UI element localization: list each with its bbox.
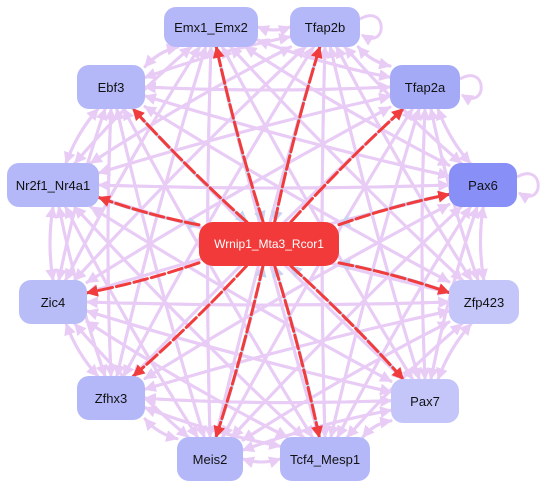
regulation-edge <box>115 45 209 378</box>
node-tfap2b[interactable]: Tfap2b <box>290 7 360 47</box>
regulation-edge <box>143 93 451 178</box>
node-label: Emx1_Emx2 <box>174 19 248 35</box>
hub-output-edge <box>213 264 265 439</box>
node-label: Zfhx3 <box>94 390 128 406</box>
regulation-edge <box>436 107 472 165</box>
node-zic4[interactable]: Zic4 <box>19 280 87 324</box>
node-tcf4-mesp1[interactable]: Tcf4_Mesp1 <box>280 437 370 481</box>
regulation-edge <box>64 107 100 165</box>
node-label: Pax7 <box>410 393 440 409</box>
node-pax7[interactable]: Pax7 <box>391 379 459 423</box>
node-emx1-emx2[interactable]: Emx1_Emx2 <box>164 7 258 47</box>
regulation-edge <box>230 205 463 439</box>
regulation-edge <box>97 179 451 192</box>
node-ebf3[interactable]: Ebf3 <box>77 65 145 109</box>
regulation-edge <box>475 205 488 282</box>
node-pax6[interactable]: Pax6 <box>449 163 517 207</box>
regulation-edge <box>73 45 307 282</box>
regulation-edge <box>85 308 393 394</box>
self-loop-edge <box>359 14 383 46</box>
node-label: Nr2f1_Nr4a1 <box>15 177 91 193</box>
regulation-edge <box>97 92 392 175</box>
node-label: Ebf3 <box>97 79 125 95</box>
regulation-edge <box>436 322 473 381</box>
hub-output-edge <box>289 107 405 224</box>
node-label: Pax6 <box>468 177 498 193</box>
regulation-edge <box>256 25 292 37</box>
node-meis2[interactable]: Meis2 <box>177 437 243 481</box>
regulation-edge <box>64 322 100 378</box>
node-tfap2a[interactable]: Tfap2a <box>390 65 460 109</box>
hub-output-edge <box>97 195 201 227</box>
hub-output-edge <box>337 190 451 227</box>
regulation-edge <box>143 105 451 284</box>
regulation-edge <box>143 405 282 448</box>
self-loop-edge <box>516 172 540 204</box>
node-label: Tcf4_Mesp1 <box>289 451 361 467</box>
regulation-edge <box>436 322 473 381</box>
node-label: Wrnip1_Mta3_Rcor1 <box>214 237 324 251</box>
regulation-edge <box>85 320 289 439</box>
regulation-edge <box>241 456 282 469</box>
hub-output-edge <box>289 264 405 381</box>
self-loop-edge <box>459 74 483 106</box>
node-wrnip1-mta3-rcor1[interactable]: Wrnip1_Mta3_Rcor1 <box>199 222 339 266</box>
regulation-edge <box>143 417 179 441</box>
regulation-edge <box>122 45 315 378</box>
regulation-edge <box>45 205 58 282</box>
regulation-edge <box>143 43 180 69</box>
regulation-edge <box>143 307 451 391</box>
regulation-edge <box>64 205 199 439</box>
regulation-edge <box>436 107 472 165</box>
hub-output-edge <box>273 45 323 224</box>
node-label: Tfap2b <box>304 19 346 35</box>
node-label: Tfap2a <box>404 79 446 95</box>
hub-output-edge <box>131 107 249 224</box>
node-label: Zic4 <box>40 294 66 310</box>
regulation-edge <box>143 202 451 381</box>
regulation-edge <box>361 416 393 439</box>
regulation-edge <box>122 107 314 439</box>
hub-output-edge <box>212 45 265 224</box>
regulation-edge <box>356 45 392 68</box>
regulation-edge <box>336 205 472 439</box>
hub-output-edge <box>132 264 248 378</box>
node-label: Meis2 <box>192 451 228 467</box>
regulation-edge <box>329 107 422 439</box>
hub-output-edge <box>273 264 323 439</box>
regulation-edge <box>113 107 206 439</box>
regulation-edge <box>221 107 414 439</box>
node-nr2f1-nr4a1[interactable]: Nr2f1_Nr4a1 <box>7 163 99 207</box>
hub-output-edge <box>85 261 201 297</box>
node-label: Zfp423 <box>463 294 505 310</box>
regulation-edge <box>220 45 414 381</box>
hub-output-edge <box>337 261 451 295</box>
node-zfhx3[interactable]: Zfhx3 <box>77 376 145 420</box>
node-zfp423[interactable]: Zfp423 <box>449 280 519 324</box>
regulation-edge <box>73 205 305 439</box>
